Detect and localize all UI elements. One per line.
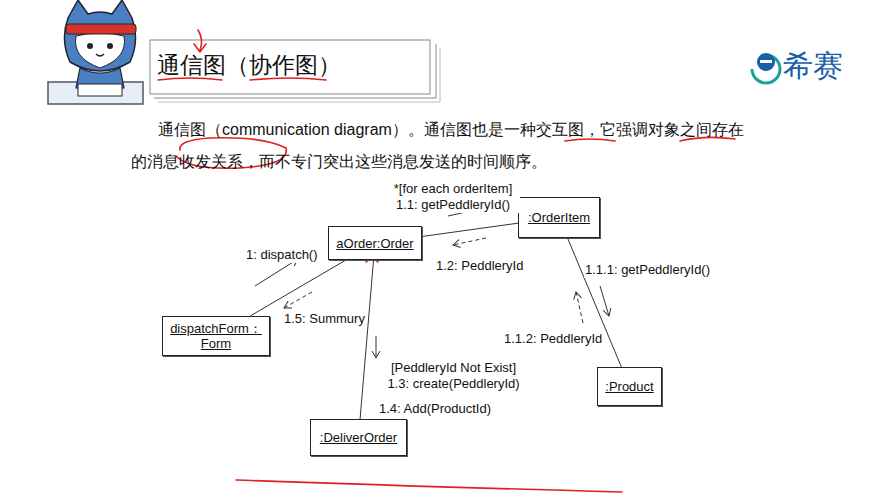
- message-label: 1.2: PeddleryId: [435, 258, 524, 274]
- object-name: dispatchForm： Form: [170, 321, 262, 351]
- message-label: 1.1.1: getPeddleryId(): [584, 262, 711, 278]
- red-annotations: [158, 30, 735, 492]
- link-line: [360, 260, 373, 419]
- object-name: :DeliverOrder: [320, 430, 397, 445]
- intro-paragraph: 通信图（communication diagram）。通信图也是一种交互图，它强…: [130, 114, 752, 178]
- object-name: :Product: [605, 379, 653, 394]
- link-line: [568, 238, 622, 367]
- message-label: *[for each orderItem] 1.1: getPeddleryId…: [386, 181, 520, 213]
- message-label: [PeddleryId Not Exist] 1.3: create(Peddl…: [380, 360, 527, 392]
- title-frame: [150, 40, 440, 102]
- object-box: aOrder:Order: [328, 226, 422, 260]
- object-box: :OrderItem: [518, 197, 600, 238]
- slide-title: 通信图（协作图）: [157, 50, 341, 81]
- object-name: :OrderItem: [528, 210, 590, 225]
- object-box: :DeliverOrder: [310, 419, 407, 456]
- object-box: dispatchForm： Form: [162, 316, 270, 356]
- message-label: 1.5: Summury: [283, 311, 366, 327]
- logo-text: 希赛: [782, 48, 844, 84]
- link-line: [422, 223, 518, 236]
- object-name: aOrder:Order: [336, 236, 413, 251]
- cat-mascot: [48, 0, 143, 104]
- object-box: :Product: [597, 367, 662, 406]
- link-line: [250, 260, 346, 316]
- logo-icon: [752, 53, 780, 83]
- message-label: 1.1.2: PeddleryId: [503, 331, 603, 347]
- message-label: 1.4: Add(ProductId): [378, 401, 492, 417]
- message-label: 1: dispatch(): [245, 247, 319, 263]
